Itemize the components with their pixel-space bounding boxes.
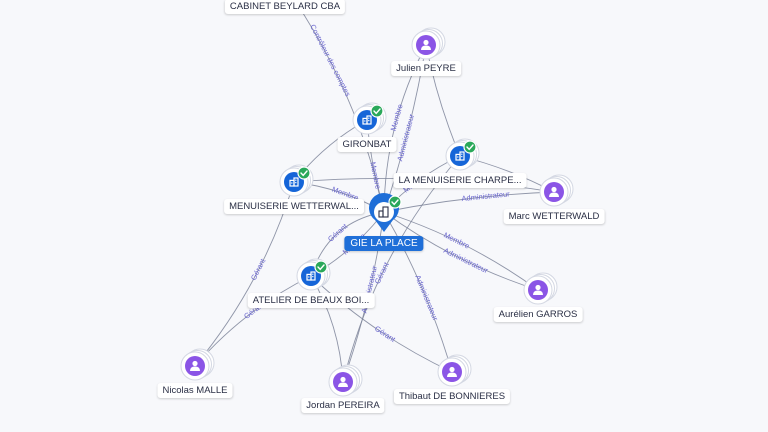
person-icon bbox=[447, 366, 457, 377]
edge-label: Administrateur bbox=[442, 246, 490, 275]
verified-check-icon bbox=[463, 140, 477, 154]
company-node-gironbat[interactable] bbox=[352, 102, 387, 135]
edge-label: Administrateur bbox=[461, 189, 511, 203]
company-node-atelier[interactable] bbox=[296, 258, 331, 291]
verified-check-icon bbox=[388, 195, 402, 209]
person-node-peyre[interactable] bbox=[411, 27, 446, 60]
person-icon bbox=[549, 186, 559, 197]
person-node-bonnieres[interactable] bbox=[437, 354, 472, 387]
verified-check-icon bbox=[297, 166, 311, 180]
edge-label: Gérant bbox=[373, 324, 398, 345]
edge-wetterwald-center bbox=[383, 191, 555, 213]
edge-malle-atelier bbox=[194, 275, 312, 367]
edge-label: Gérant bbox=[249, 256, 268, 281]
company-label-cabinet[interactable]: CABINET BEYLARD CBA bbox=[224, 0, 346, 14]
company-node-menuiserie_charpe[interactable] bbox=[445, 138, 480, 171]
edge-garros-center bbox=[383, 211, 539, 291]
person-icon bbox=[190, 360, 200, 371]
company-label-gironbat[interactable]: GIRONBAT bbox=[337, 137, 397, 152]
edge-pereira-atelier bbox=[310, 275, 344, 383]
company-label-atelier[interactable]: ATELIER DE BEAUX BOI... bbox=[247, 293, 375, 308]
person-label-bonnieres[interactable]: Thibaut DE BONNIERES bbox=[393, 389, 511, 404]
building-icon bbox=[362, 115, 372, 125]
person-icon bbox=[338, 376, 348, 387]
person-node-pereira[interactable] bbox=[328, 364, 363, 397]
edge-bonnieres-atelier bbox=[310, 275, 453, 373]
building-icon bbox=[306, 271, 316, 281]
building-icon bbox=[378, 206, 389, 218]
nodes-layer bbox=[180, 27, 574, 397]
building-icon bbox=[289, 177, 299, 187]
center-node-pin[interactable] bbox=[369, 192, 402, 232]
person-label-garros[interactable]: Aurélien GARROS bbox=[493, 307, 583, 322]
edge-label: Administrateur bbox=[413, 274, 440, 323]
person-label-peyre[interactable]: Julien PEYRE bbox=[391, 61, 461, 76]
edge-bonnieres-center bbox=[383, 211, 453, 373]
person-icon bbox=[533, 284, 543, 295]
person-label-malle[interactable]: Nicolas MALLE bbox=[157, 383, 233, 398]
edge-garros-center bbox=[383, 211, 539, 291]
company-label-menuiserie-wetterwal[interactable]: MENUISERIE WETTERWAL... bbox=[224, 199, 364, 214]
person-icon bbox=[421, 39, 431, 50]
person-node-wetterwald[interactable] bbox=[539, 174, 574, 207]
company-label-menuiserie-charpe[interactable]: LA MENUISERIE CHARPE... bbox=[393, 173, 527, 188]
verified-check-icon bbox=[370, 104, 384, 118]
verified-check-icon bbox=[314, 260, 328, 274]
edge-label: Contrôleur des comptes bbox=[308, 23, 352, 98]
person-node-malle[interactable] bbox=[180, 348, 215, 381]
edge-label: Membre bbox=[389, 103, 405, 132]
company-node-menuiserie_wetterwal[interactable] bbox=[279, 164, 314, 197]
person-label-pereira[interactable]: Jordan PEREIRA bbox=[301, 398, 385, 413]
person-node-garros[interactable] bbox=[523, 272, 558, 305]
edge-label: Membre bbox=[368, 161, 382, 190]
center-node-label[interactable]: GIE LA PLACE bbox=[344, 236, 424, 251]
person-label-wetterwald[interactable]: Marc WETTERWALD bbox=[503, 209, 605, 224]
edge-pereira-menuiserie_charpe bbox=[342, 155, 461, 383]
building-icon bbox=[455, 151, 465, 161]
